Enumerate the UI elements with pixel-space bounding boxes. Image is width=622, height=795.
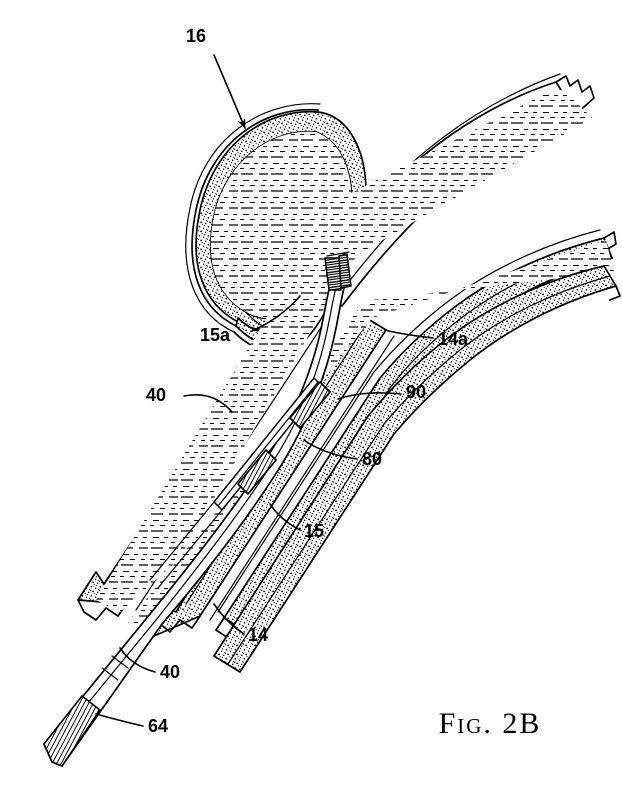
reference-label-90-text: 90 [406,382,426,402]
reference-label-15: 15 [269,503,324,541]
implant-core-wire [149,501,223,589]
reference-label-40-lower-text: 40 [160,662,180,682]
reference-label-40-text: 40 [146,385,166,405]
reference-label-16: 16 [186,26,246,129]
reference-label-15a: 15a [200,295,301,345]
reference-label-15a-text: 15a [200,325,231,345]
figure-caption: Fig. 2B [439,707,542,740]
implant-marker-band-90 [289,381,331,429]
reference-label-64-text: 64 [148,716,168,736]
branch-outer-wall [213,265,621,673]
reference-label-64: 64 [95,713,168,736]
reference-label-40-lower: 40 [119,647,180,682]
implant-marker-band-proximal [237,449,277,495]
reference-label-14a: 14a [384,329,469,349]
reference-label-14: 14 [213,603,268,645]
reference-labels-group: 16 15a 14a 40 90 [95,26,469,736]
catheter-implant-assembly [43,251,352,767]
catheter-shaft-step [101,655,129,681]
reference-label-16-text: 16 [186,26,206,46]
reference-label-80-text: 80 [362,449,382,469]
blood-vessel-assembly [77,73,621,673]
reference-label-40: 40 [146,385,233,413]
figure-caption-text: Fig. 2B [439,707,542,740]
reference-label-14a-text: 14a [438,329,469,349]
tip-coil-marker [324,251,352,291]
reference-label-80: 80 [303,439,382,469]
reference-label-14-text: 14 [248,625,268,645]
reference-label-90: 90 [337,382,426,402]
proximal-marker-band-64 [43,695,101,767]
reference-label-15-text: 15 [304,521,324,541]
